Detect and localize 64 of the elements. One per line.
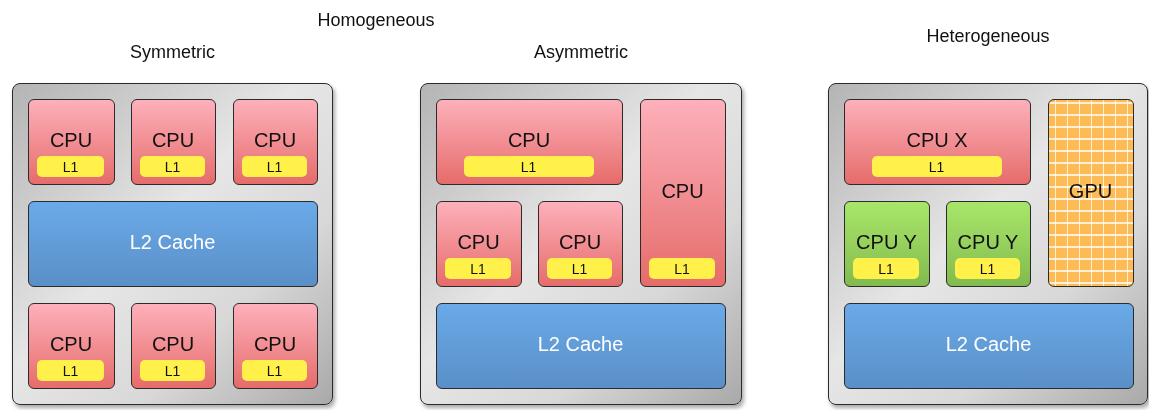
cache-label: L1 [266, 158, 283, 175]
cache-label: L1 [470, 260, 486, 277]
block-label: CPU [49, 129, 93, 152]
cpu-core [232, 302, 318, 389]
cpu-core [27, 98, 115, 185]
cache-block [547, 258, 612, 279]
cache-block [853, 258, 919, 279]
cache-block [445, 258, 511, 279]
block-label: CPU [151, 333, 195, 356]
cache-label: L1 [164, 158, 181, 175]
block-label: CPU [253, 333, 297, 356]
cache-block [242, 156, 307, 177]
cache-block [955, 258, 1020, 279]
block-label: CPU [507, 129, 551, 152]
cpu-core [130, 302, 216, 389]
block-label: GPU [1068, 180, 1113, 203]
cache-block [649, 258, 715, 279]
cache-label: L1 [520, 158, 537, 175]
block-label: CPU [253, 129, 297, 152]
cache-label: L1 [266, 362, 283, 379]
cpu-core [945, 200, 1031, 287]
cache-label: L1 [928, 158, 945, 175]
cache-label: L1 [164, 362, 181, 379]
cpu-core [537, 200, 623, 287]
cache-block [37, 360, 104, 381]
block-label: L2 Cache [537, 333, 624, 356]
cache-label: L1 [62, 362, 79, 379]
cpu-core [843, 200, 930, 287]
cpu-core [435, 98, 623, 185]
cache-block [37, 156, 104, 177]
cpu-core [843, 98, 1031, 185]
block-label: CPU Y [957, 231, 1019, 254]
block-label: CPU [49, 333, 93, 356]
block-label: CPU [661, 180, 704, 203]
cache-block [843, 302, 1134, 389]
gpu-block [1047, 98, 1134, 287]
block-label: CPU [558, 231, 602, 254]
cache-block [463, 156, 594, 177]
cache-block [140, 360, 205, 381]
cache-block [871, 156, 1002, 177]
cache-block [242, 360, 307, 381]
block-label: CPU [457, 231, 500, 254]
block-label: CPU [151, 129, 195, 152]
cpu-core [639, 98, 726, 287]
chip-title: Symmetric [129, 42, 216, 63]
chip-title: Asymmetric [533, 42, 629, 63]
cache-label: L1 [979, 260, 996, 277]
cache-block [27, 200, 318, 287]
cache-label: L1 [62, 158, 79, 175]
chip-title: Heterogeneous [925, 26, 1051, 47]
block-label: CPU X [906, 129, 968, 152]
block-label: CPU Y [856, 231, 917, 254]
cpu-core [435, 200, 522, 287]
cache-label: L1 [674, 260, 690, 277]
cache-block [140, 156, 205, 177]
block-label: L2 Cache [945, 333, 1032, 356]
cpu-core [27, 302, 115, 389]
cache-label: L1 [878, 260, 894, 277]
block-label: L2 Cache [129, 231, 216, 254]
cpu-core [130, 98, 216, 185]
cpu-core [232, 98, 318, 185]
group-title: Homogeneous [317, 9, 435, 31]
cache-block [435, 302, 726, 389]
cache-label: L1 [571, 260, 588, 277]
